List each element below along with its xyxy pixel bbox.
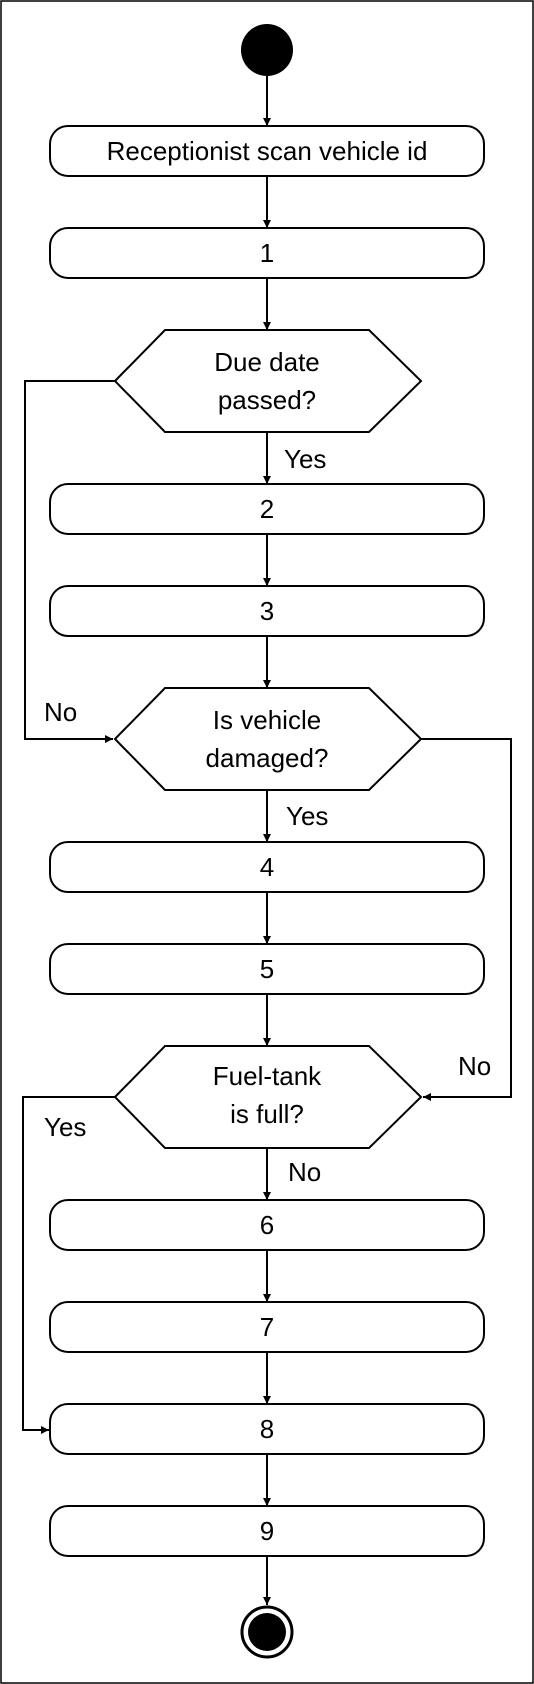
decision-due-date-line-2: passed? [218, 385, 316, 415]
activity-9-label: 9 [260, 1516, 274, 1546]
activity-4-label: 4 [260, 852, 274, 882]
activity-3: 3 [49, 585, 485, 637]
label-fuel-no: No [288, 1157, 321, 1187]
label-due-date-no: No [44, 697, 77, 727]
activity-scan: Receptionist scan vehicle id [49, 125, 485, 177]
activity-6: 6 [49, 1199, 485, 1251]
activity-7-label: 7 [260, 1312, 274, 1342]
start-node [241, 24, 293, 76]
decision-due-date-line-1: Due date [214, 347, 320, 377]
end-node [240, 1605, 294, 1659]
activity-9: 9 [49, 1505, 485, 1557]
decision-damaged: Is vehicle damaged? [113, 687, 423, 791]
activity-scan-label: Receptionist scan vehicle id [107, 136, 428, 166]
activity-6-label: 6 [260, 1210, 274, 1240]
decision-fuel-line-1: Fuel-tank [213, 1061, 322, 1091]
activity-1: 1 [49, 227, 485, 279]
activity-7: 7 [49, 1301, 485, 1353]
decision-damaged-line-1: Is vehicle [213, 705, 321, 735]
activity-3-label: 3 [260, 596, 274, 626]
decision-due-date: Due date passed? [113, 329, 423, 433]
label-damaged-yes: Yes [286, 801, 328, 831]
activity-5-label: 5 [260, 954, 274, 984]
activity-5: 5 [49, 943, 485, 995]
decision-damaged-line-2: damaged? [206, 743, 329, 773]
activity-1-label: 1 [260, 238, 274, 268]
edge-due-date-no-to-damaged [24, 380, 115, 743]
label-fuel-yes: Yes [44, 1112, 86, 1142]
connectors [22, 76, 512, 1605]
label-damaged-no: No [458, 1051, 491, 1081]
activity-8: 8 [49, 1403, 485, 1455]
label-due-date-yes: Yes [284, 444, 326, 474]
decision-fuel: Fuel-tank is full? [113, 1045, 423, 1149]
edge-fuel-yes-to-8 [22, 1096, 115, 1434]
activity-2: 2 [49, 483, 485, 535]
activity-8-label: 8 [260, 1414, 274, 1444]
decision-fuel-line-2: is full? [230, 1099, 304, 1129]
activity-4: 4 [49, 841, 485, 893]
edge-damaged-no-to-fuel [421, 738, 512, 1101]
activity-2-label: 2 [260, 494, 274, 524]
